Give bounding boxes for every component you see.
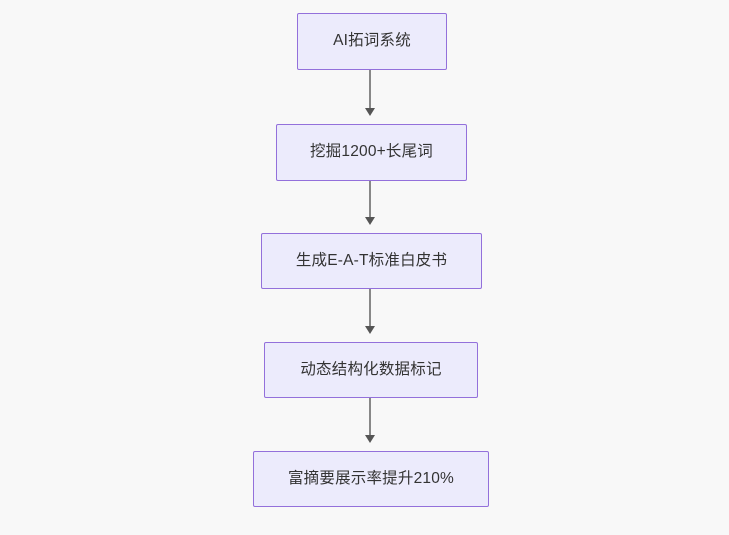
- flow-node-label: 动态结构化数据标记: [300, 360, 442, 378]
- flow-node-dynamic-structured-data-markup[interactable]: 动态结构化数据标记: [264, 342, 478, 398]
- arrowhead-node1-node2: [364, 108, 375, 116]
- flow-node-label: 生成E-A-T标准白皮书: [295, 251, 448, 269]
- flow-node-label: 富摘要展示率提升210%: [287, 469, 455, 487]
- flow-node-rich-snippet-rate-increase[interactable]: 富摘要展示率提升210%: [253, 451, 489, 507]
- flow-node-generate-eat-whitepaper[interactable]: 生成E-A-T标准白皮书: [261, 233, 482, 289]
- flow-node-label: AI拓词系统: [333, 32, 411, 50]
- arrowhead-node2-node3: [364, 217, 375, 225]
- edge-node2-node3: [369, 181, 371, 218]
- arrowhead-node4-node5: [364, 435, 375, 443]
- edge-node1-node2: [369, 70, 371, 109]
- edge-node4-node5: [369, 398, 371, 436]
- flow-node-label: 挖掘1200+长尾词: [309, 143, 434, 161]
- flow-node-mine-longtail-keywords[interactable]: 挖掘1200+长尾词: [276, 124, 467, 181]
- arrowhead-node3-node4: [364, 326, 375, 334]
- flow-node-ai-keyword-system[interactable]: AI拓词系统: [297, 13, 447, 70]
- edge-node3-node4: [369, 289, 371, 327]
